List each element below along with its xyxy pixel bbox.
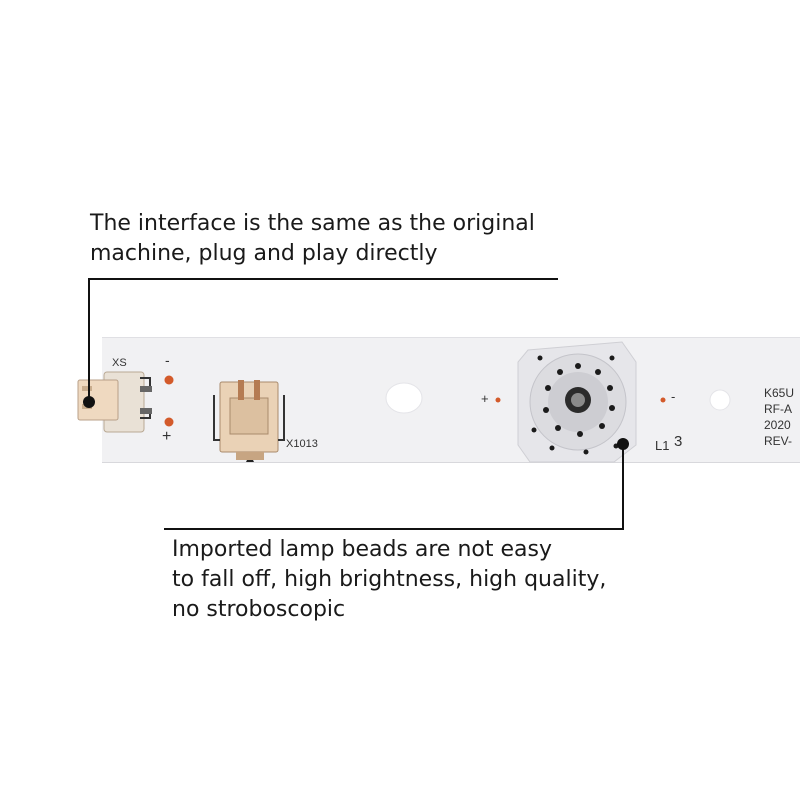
plus-sign: + <box>162 428 172 445</box>
minus-sign: - <box>165 352 170 368</box>
caption-interface-line-2: machine, plug and play directly <box>90 241 438 266</box>
callout-line-bottom-horizontal <box>164 528 624 530</box>
connector-label-x1013: X1013 <box>286 438 318 450</box>
led-label: L1 <box>655 438 670 453</box>
caption-interface-line-1: The interface is the same as the origina… <box>90 211 535 236</box>
board-stamp-line: 2020 <box>764 418 791 432</box>
callout-line-bottom-vertical <box>622 444 624 530</box>
board-stamp: K65U RF-A 2020 REV- <box>764 385 794 449</box>
caption-lamp-beads-line-2: to fall off, high brightness, high quali… <box>172 567 607 592</box>
solder-pad <box>164 375 174 385</box>
connector-label-xs: XS <box>112 357 127 369</box>
callout-dot-led <box>617 438 629 450</box>
left-connector <box>77 371 152 433</box>
led-plus-sign: + <box>481 391 489 406</box>
led-number: 3 <box>674 433 683 450</box>
caption-interface: The interface is the same as the origina… <box>90 209 535 269</box>
board-stamp-line: REV- <box>764 434 793 448</box>
callout-dot-connector <box>83 396 95 408</box>
board-stamp-line: K65U <box>764 386 795 400</box>
callout-line-top-horizontal <box>88 278 558 280</box>
solder-pad <box>660 397 666 403</box>
mounting-hole <box>709 389 731 411</box>
led-strip-board <box>102 337 800 463</box>
caption-lamp-beads-line-1: Imported lamp beads are not easy <box>172 537 552 562</box>
led-lens <box>517 341 637 463</box>
mounting-hole <box>385 382 423 414</box>
caption-lamp-beads-line-3: no stroboscopic <box>172 597 346 622</box>
callout-line-top-vertical <box>88 278 90 402</box>
board-stamp-line: RF-A <box>764 402 792 416</box>
solder-pad <box>164 417 174 427</box>
led-minus-sign: - <box>671 389 676 404</box>
solder-pad <box>495 397 501 403</box>
caption-lamp-beads: Imported lamp beads are not easy to fall… <box>172 535 606 625</box>
x1013-connector <box>213 380 285 462</box>
